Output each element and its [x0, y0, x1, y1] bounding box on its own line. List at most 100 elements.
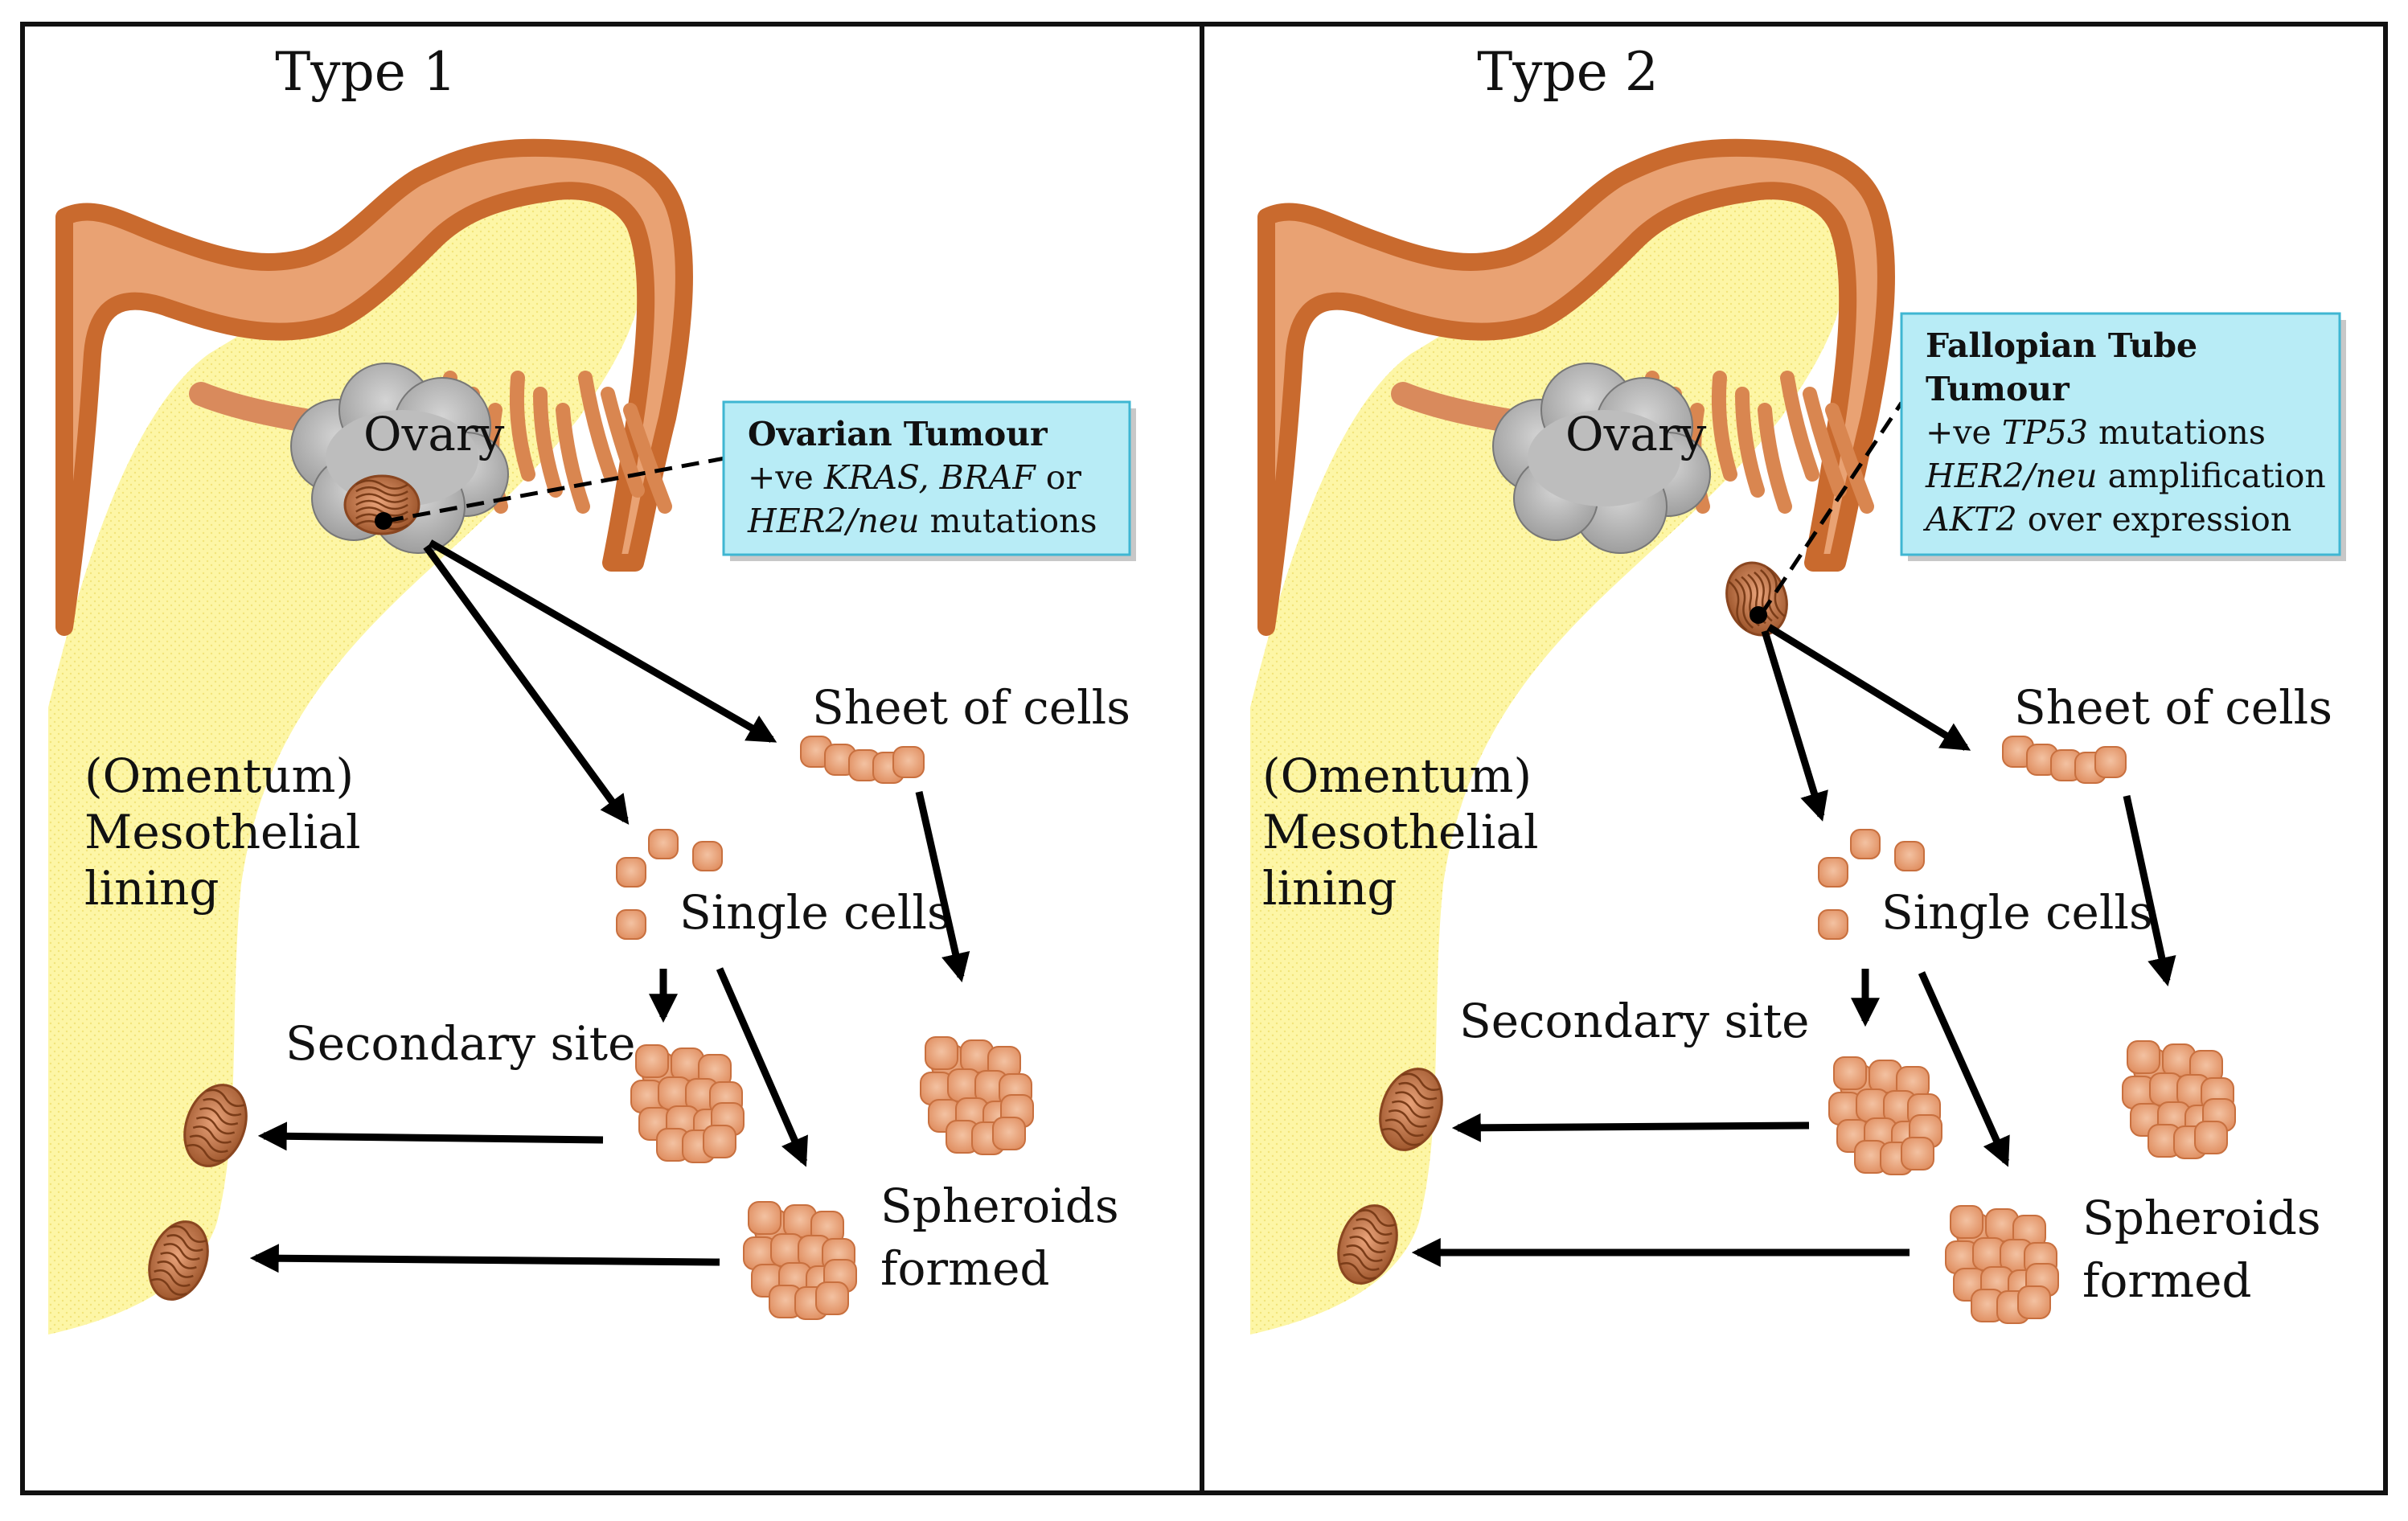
tumour-info-box [722, 400, 1131, 556]
tumour-fold [157, 1261, 194, 1278]
fimbria-finger [1803, 387, 1847, 498]
tumour-fold [355, 493, 408, 503]
panel-frame-type-2 [1200, 22, 2388, 1495]
fallopian-tube [1257, 138, 1895, 636]
secondary-site-label: Secondary site [1459, 994, 1809, 1048]
tumour-fold [163, 1243, 200, 1261]
info-gene: TP53 [2002, 413, 2088, 452]
tumour-fold [192, 1125, 232, 1144]
tumour-fold [170, 1225, 207, 1243]
secondary-tumour [1379, 1068, 1443, 1151]
panel-title: Type 2 [1477, 41, 1659, 103]
tumour-fold [1398, 1081, 1438, 1101]
info-suffix: over expression [2017, 500, 2292, 539]
sheet-cell [892, 746, 925, 778]
ovary-label: Ovary [363, 407, 505, 461]
info-suffix: amplification [2098, 457, 2326, 495]
sheet-cell [2094, 746, 2127, 778]
fimbria-finger [578, 371, 617, 482]
tumour-fold [1339, 1262, 1376, 1280]
spheroid-cell [2017, 1285, 2051, 1319]
info-box-title: Fallopian Tube [1926, 326, 2197, 365]
info-prefix: +ve [748, 458, 824, 497]
tumour-fold [355, 486, 408, 497]
tumour-info-box [1900, 312, 2341, 556]
arrow-to-secondary-site [1451, 1113, 1810, 1142]
arrow-single-to-spheroid-formed [1918, 971, 2010, 1167]
tumour-fold [1384, 1118, 1424, 1138]
info-suffix: mutations [2088, 413, 2266, 452]
spheroid-cell [2127, 1040, 2160, 1074]
spheroid-cluster [2122, 1040, 2236, 1159]
tumour-fold [1349, 1236, 1386, 1253]
info-prefix: +ve [1926, 413, 2002, 452]
single-cell [1850, 829, 1881, 859]
tumour-fold [199, 1107, 239, 1125]
sheet-of-cells-label: Sheet of cells [2014, 680, 2332, 735]
fimbria-finger [623, 403, 672, 514]
tumour-fold [189, 1134, 228, 1154]
spheroids-label-line: Spheroids [880, 1179, 1119, 1233]
fimbria-finger [1711, 371, 1737, 482]
secondary-tumour [1337, 1204, 1398, 1285]
spheroid-cell [992, 1117, 1026, 1150]
fimbria-finger [1780, 371, 1819, 482]
arrow-to-secondary-site-lower [249, 1244, 720, 1273]
info-box-title: Tumour [1926, 370, 2070, 408]
panel-title: Type 1 [275, 41, 457, 103]
arrow-sheet-to-spheroid [915, 791, 970, 983]
spheroid-cell [1833, 1056, 1867, 1090]
single-cell [1818, 857, 1848, 888]
tumour-fold [355, 499, 408, 510]
tumour-fold [166, 1234, 203, 1252]
single-cell [616, 909, 646, 940]
spheroid-cluster [920, 1036, 1034, 1155]
sheet-of-cells [800, 736, 925, 784]
ovary-label: Ovary [1565, 407, 1707, 461]
info-gene: HER2/neu [747, 502, 920, 540]
info-gene: AKT2 [1922, 500, 2017, 539]
info-gene: KRAS, BRAF [823, 458, 1036, 497]
spheroids-label-line: formed [2082, 1253, 2252, 1308]
info-box-line: +ve KRAS, BRAF or [748, 458, 1081, 497]
fimbria-finger [509, 371, 535, 482]
tumour-fold [150, 1278, 187, 1296]
info-box-line: AKT2 over expression [1922, 500, 2291, 539]
fimbria-finger [1735, 387, 1765, 498]
fimbria-finger [601, 387, 645, 498]
tumour-fold [160, 1252, 197, 1269]
fimbria-finger [533, 387, 563, 498]
single-cell [692, 841, 723, 871]
info-box-title: Ovarian Tumour [748, 415, 1048, 453]
sheet-of-cells [2002, 736, 2127, 784]
arrow-to-single [1761, 629, 1828, 822]
tumour-fold [1395, 1091, 1434, 1109]
tumour-fold [206, 1088, 245, 1108]
tumour-fold [203, 1097, 242, 1117]
spheroids-label-line: Spheroids [2082, 1191, 2321, 1245]
sheet-of-cells-label: Sheet of cells [812, 680, 1130, 735]
tumour-fold [1343, 1253, 1380, 1271]
tumour-fold [1728, 580, 1748, 631]
tumour-fold [1356, 1218, 1393, 1236]
info-box-line: +ve TP53 mutations [1926, 413, 2266, 452]
fimbria-finger [556, 403, 590, 514]
spheroids-label-line: formed [880, 1241, 1050, 1296]
tumour-leader-line [385, 456, 724, 523]
fimbria-finger [1825, 403, 1874, 514]
primary-tumour [1725, 561, 1788, 637]
tumour-fold [1359, 1209, 1396, 1227]
single-cell [616, 857, 646, 888]
single-cells-label: Single cells [679, 885, 951, 940]
omentum-label-line: Mesothelial [84, 805, 361, 859]
mesothelial-lining [48, 151, 643, 1335]
spheroid-cell [1901, 1137, 1934, 1170]
tumour-fold [186, 1143, 225, 1162]
single-cell [648, 829, 679, 859]
spheroid-cluster [1945, 1205, 2059, 1324]
tumour-fold [1381, 1127, 1421, 1146]
omentum-label-line: (Omentum) [1262, 748, 1532, 803]
spheroid-cell [1950, 1205, 1983, 1239]
spheroid-cell [635, 1044, 669, 1078]
